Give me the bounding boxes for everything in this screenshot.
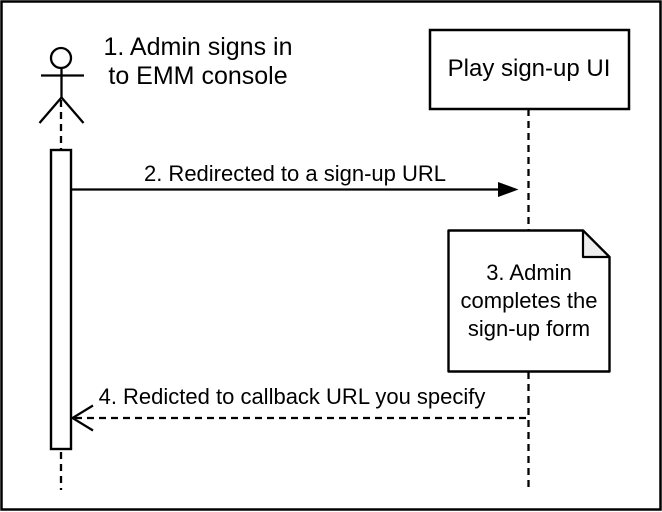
message-4-arrow — [70, 404, 527, 432]
participant-box — [428, 28, 631, 111]
arrowhead-solid-icon — [498, 182, 519, 197]
arrowhead-open-icon — [70, 404, 94, 432]
message-2-arrow — [71, 182, 519, 197]
actor-head — [49, 46, 73, 70]
actor-leg-left — [38, 96, 63, 124]
message-4-label: 4. Redicted to callback URL you specify — [98, 384, 486, 409]
note-label-line1: 3. Admin — [486, 260, 572, 285]
note-label-line2: completes the — [460, 288, 598, 313]
actor-icon — [38, 46, 85, 124]
note-body — [447, 229, 611, 373]
admin-activation-bar — [49, 148, 73, 451]
actor-label-line2: to EMM console — [108, 62, 288, 90]
actor-leg-right — [60, 96, 85, 124]
message-2-label: 2. Redirected to a sign-up URL — [143, 161, 447, 186]
actor-label-line1: 1. Admin signs in — [103, 33, 293, 61]
note-shape — [447, 229, 611, 373]
note-label: 3. Admin completes the sign-up form — [461, 259, 598, 343]
actor-label: 1. Admin signs in to EMM console — [104, 33, 293, 91]
note-fold-icon — [581, 229, 611, 259]
participant-label: Play sign-up UI — [447, 55, 611, 82]
note-label-line3: sign-up form — [467, 316, 591, 341]
